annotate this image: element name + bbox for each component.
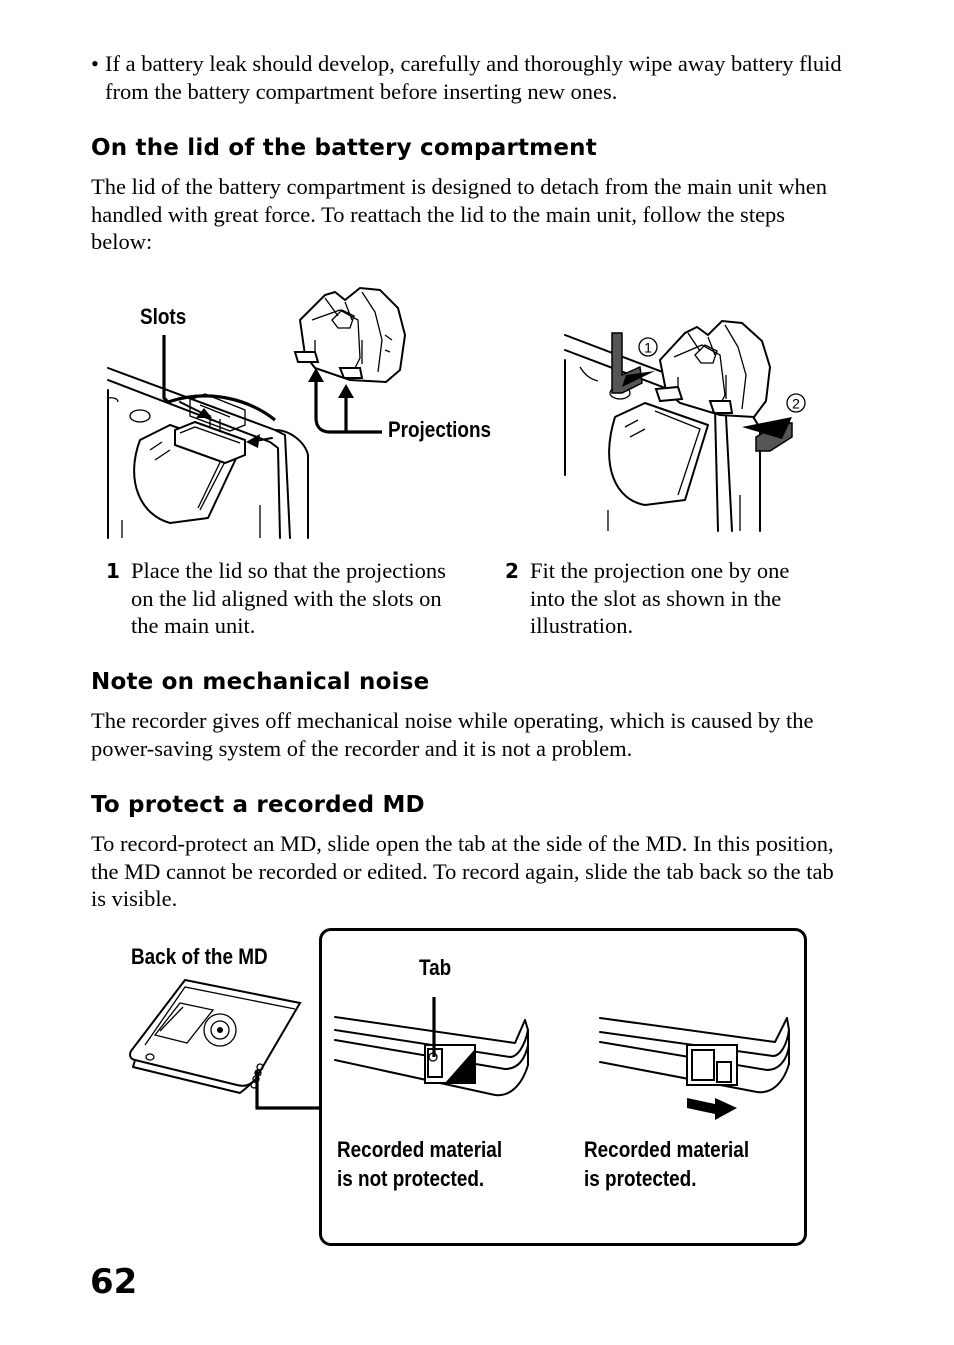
step-1-text: Place the lid so that the projections on… xyxy=(131,558,446,638)
step-2: 2 Fit the projection one by one into the… xyxy=(505,557,825,640)
lid-figure-left xyxy=(107,286,407,539)
tab-detail-panel xyxy=(319,928,807,1246)
marker-2: 2 xyxy=(792,396,800,412)
lid-heading: On the lid of the battery compartment xyxy=(91,135,597,161)
step-2-text: Fit the projection one by one into the s… xyxy=(530,558,790,638)
noise-body: The recorder gives off mechanical noise … xyxy=(91,708,814,761)
marker-1: 1 xyxy=(644,340,652,356)
tab-protected-illustration xyxy=(599,1017,790,1120)
lid-figure-right: 1 2 xyxy=(564,319,806,532)
step-1: 1 Place the lid so that the projections … xyxy=(106,557,446,640)
battery-leak-text: If a battery leak should develop, carefu… xyxy=(105,51,842,104)
step-1-number: 1 xyxy=(106,559,120,583)
tab-not-protected-illustration xyxy=(334,997,529,1097)
page-number: 62 xyxy=(90,1262,138,1302)
not-protected-caption: Recorded material is not protected. xyxy=(337,1135,502,1193)
tab-label: Tab xyxy=(419,955,452,980)
noise-heading: Note on mechanical noise xyxy=(91,669,430,695)
not-protected-line-1: Recorded material xyxy=(337,1137,503,1162)
protect-body: To record-protect an MD, slide open the … xyxy=(91,831,834,911)
protect-heading: To protect a recorded MD xyxy=(91,792,425,818)
protected-line-2: is protected. xyxy=(584,1166,697,1191)
md-back-illustration xyxy=(129,978,320,1110)
protected-line-1: Recorded material xyxy=(584,1137,750,1162)
battery-leak-bullet: • If a battery leak should develop, care… xyxy=(91,50,851,105)
back-of-md-label: Back of the MD xyxy=(131,944,268,969)
protected-caption: Recorded material is protected. xyxy=(584,1135,749,1193)
slots-label: Slots xyxy=(140,304,187,329)
step-2-number: 2 xyxy=(505,559,519,583)
bullet-dot: • xyxy=(91,51,99,76)
lid-body: The lid of the battery compartment is de… xyxy=(91,174,828,254)
projections-label: Projections xyxy=(388,417,492,442)
not-protected-line-2: is not protected. xyxy=(337,1166,485,1191)
